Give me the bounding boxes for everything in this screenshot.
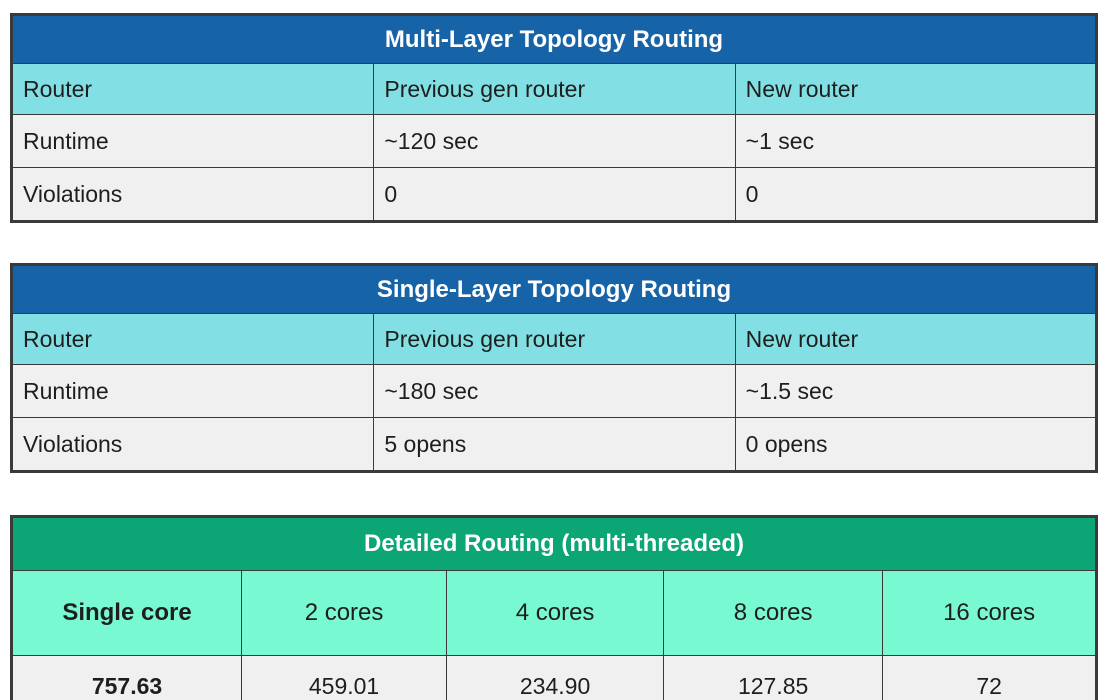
column-header-router: Router bbox=[10, 63, 375, 115]
data-cell: ~1.5 sec bbox=[734, 364, 1098, 418]
column-header-row: Router Previous gen router New router bbox=[10, 313, 1098, 365]
row-label: Violations bbox=[10, 417, 375, 472]
data-cell-2-cores: 459.01 bbox=[241, 655, 448, 700]
column-header-new-router: New router bbox=[734, 313, 1098, 365]
row-label: Runtime bbox=[10, 114, 375, 168]
column-header-row: Router Previous gen router New router bbox=[10, 63, 1098, 115]
row-label: Runtime bbox=[10, 364, 375, 418]
column-header-previous-gen: Previous gen router bbox=[373, 313, 736, 365]
table-row-violations: Violations 0 0 bbox=[10, 167, 1098, 222]
data-cell-8-cores: 127.85 bbox=[663, 655, 884, 700]
table-title: Single-Layer Topology Routing bbox=[11, 264, 1097, 314]
data-cell: ~1 sec bbox=[734, 114, 1098, 168]
row-label: Violations bbox=[10, 167, 375, 222]
column-header-2-cores: 2 cores bbox=[241, 570, 448, 656]
table-title-row: Multi-Layer Topology Routing bbox=[11, 14, 1097, 64]
column-header-16-cores: 16 cores bbox=[882, 570, 1097, 656]
table-row-runtime: Runtime ~180 sec ~1.5 sec bbox=[10, 364, 1098, 418]
data-cell: 0 opens bbox=[734, 417, 1098, 472]
data-cell: 0 bbox=[373, 167, 736, 222]
table-row-runtime: Runtime ~120 sec ~1 sec bbox=[10, 114, 1098, 168]
column-header-router: Router bbox=[10, 313, 375, 365]
column-header-row: Single core 2 cores 4 cores 8 cores 16 c… bbox=[10, 570, 1097, 656]
data-cell-16-cores: 72 bbox=[882, 655, 1097, 700]
table-row-runtimes: 757.63 459.01 234.90 127.85 72 bbox=[10, 655, 1097, 700]
single-layer-topology-table: Single-Layer Topology Routing Router Pre… bbox=[10, 263, 1098, 473]
table-row-violations: Violations 5 opens 0 opens bbox=[10, 417, 1098, 472]
column-header-4-cores: 4 cores bbox=[446, 570, 665, 656]
data-cell: 5 opens bbox=[373, 417, 736, 472]
data-cell: 0 bbox=[734, 167, 1098, 222]
multi-layer-topology-table: Multi-Layer Topology Routing Router Prev… bbox=[10, 13, 1098, 223]
detailed-routing-table: Detailed Routing (multi-threaded) Single… bbox=[10, 515, 1098, 700]
table-title-row: Detailed Routing (multi-threaded) bbox=[11, 516, 1097, 571]
column-header-single-core: Single core bbox=[10, 570, 243, 656]
column-header-8-cores: 8 cores bbox=[663, 570, 884, 656]
table-title-row: Single-Layer Topology Routing bbox=[11, 264, 1097, 314]
column-header-previous-gen: Previous gen router bbox=[373, 63, 736, 115]
data-cell: ~180 sec bbox=[373, 364, 736, 418]
data-cell: ~120 sec bbox=[373, 114, 736, 168]
table-title: Detailed Routing (multi-threaded) bbox=[11, 516, 1097, 571]
data-cell-single-core: 757.63 bbox=[10, 655, 243, 700]
column-header-new-router: New router bbox=[734, 63, 1098, 115]
data-cell-4-cores: 234.90 bbox=[446, 655, 665, 700]
table-title: Multi-Layer Topology Routing bbox=[11, 14, 1097, 64]
